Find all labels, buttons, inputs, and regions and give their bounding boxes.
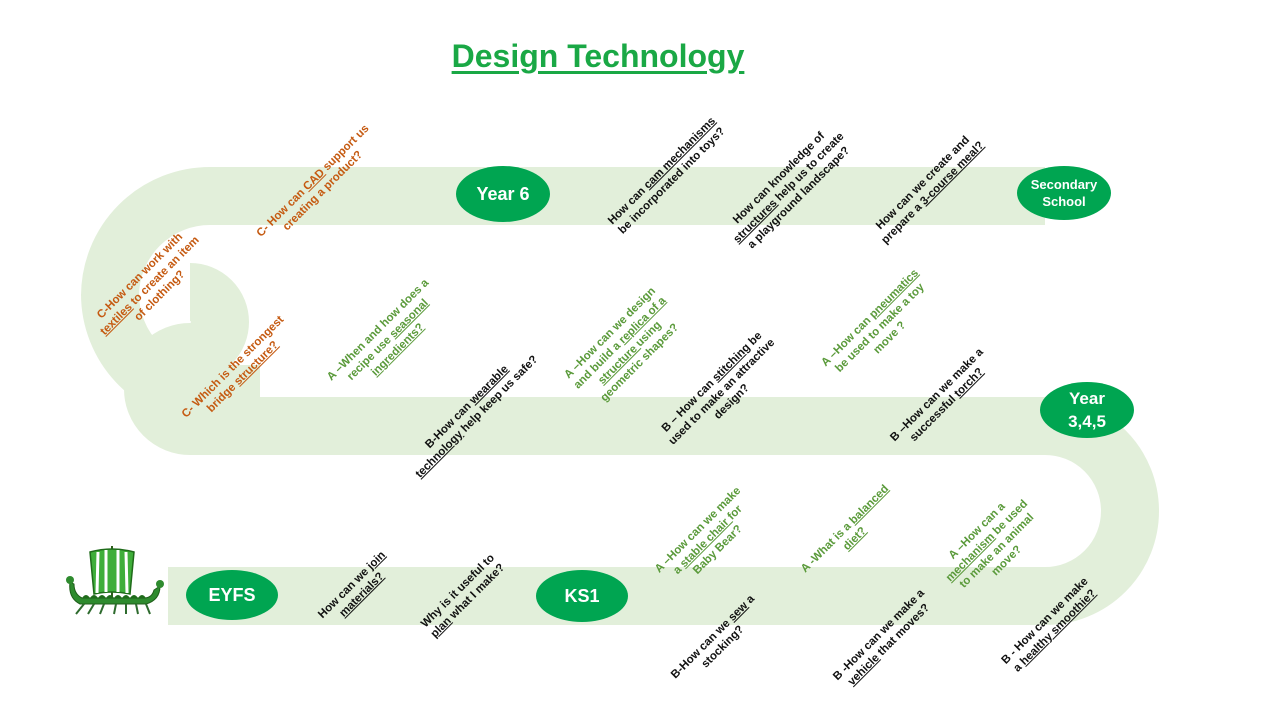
stage-ks1-label: KS1: [564, 585, 600, 606]
stage-secondary-school: Secondary School: [1017, 166, 1111, 220]
stage-eyfs-label: EYFS: [208, 584, 256, 605]
stage-year-345-line2: 3,4,5: [1068, 412, 1106, 431]
stage-year-345-line1: Year: [1069, 389, 1105, 408]
stage-secondary-line2: School: [1042, 194, 1086, 209]
page-title: Design Technology: [451, 38, 745, 74]
stage-secondary-line1: Secondary: [1030, 177, 1098, 192]
viking-longship-icon: [66, 546, 164, 615]
stage-eyfs: EYFS: [186, 570, 278, 620]
stage-year-345: Year 3,4,5: [1040, 382, 1134, 438]
stage-year-6: Year 6: [456, 166, 550, 222]
stage-ks1: KS1: [536, 570, 628, 622]
stage-year-6-label: Year 6: [476, 183, 530, 204]
